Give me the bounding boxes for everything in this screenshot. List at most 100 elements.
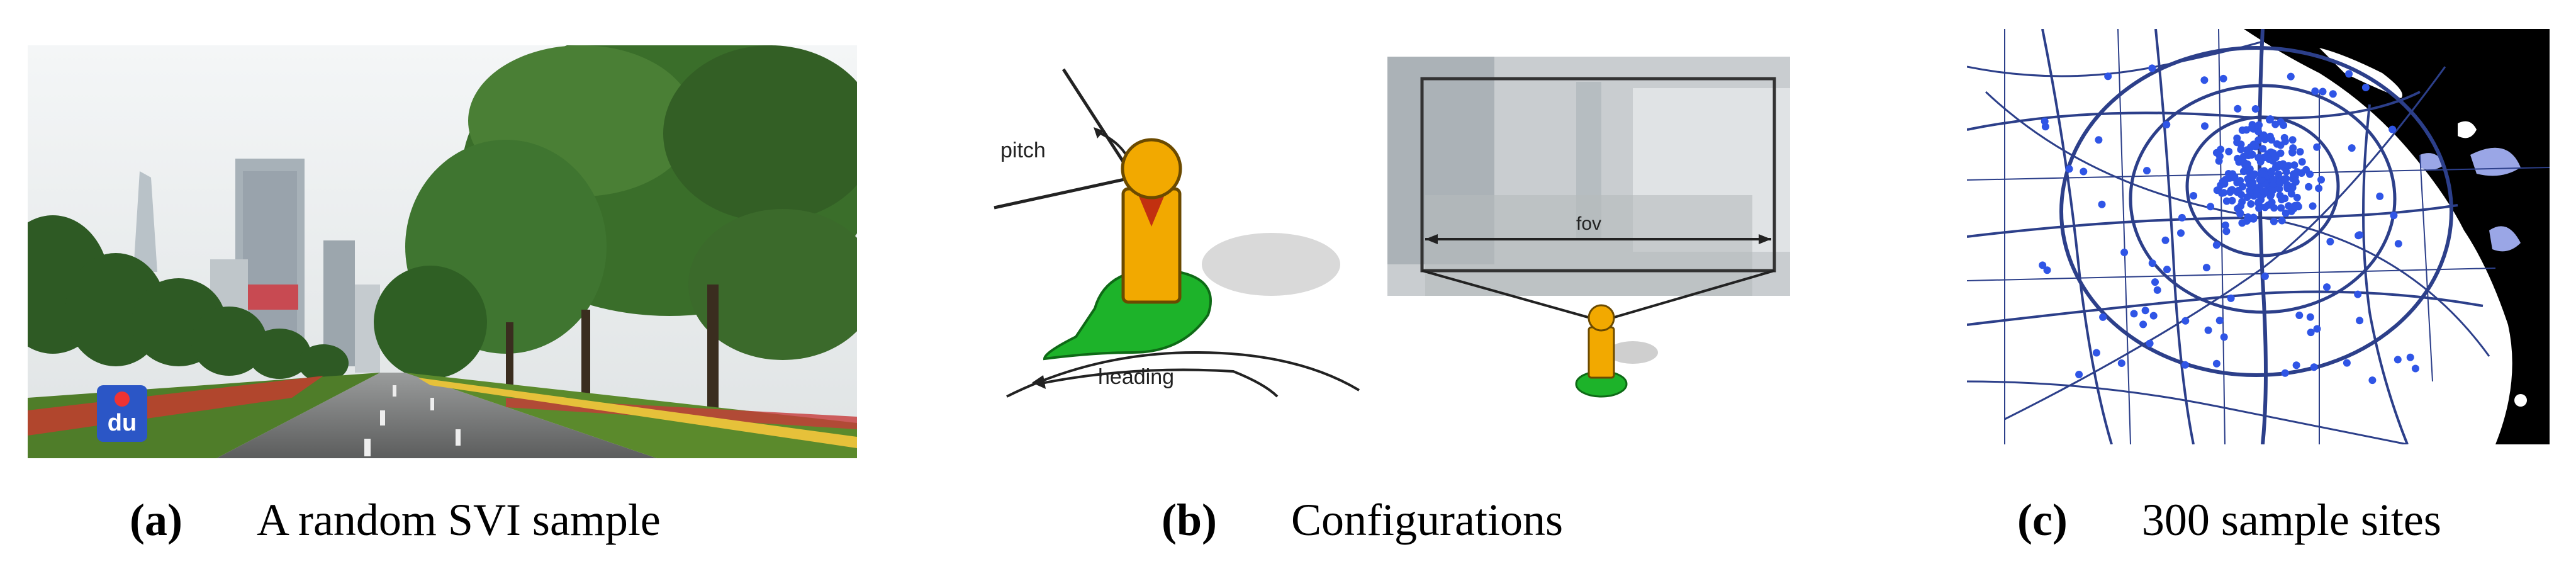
sample-site-point <box>2235 158 2243 166</box>
sample-site-point <box>2220 333 2228 341</box>
sample-site-point <box>2285 202 2293 210</box>
sample-site-point <box>2248 151 2256 159</box>
sample-site-point <box>2298 158 2306 166</box>
sample-site-point <box>2239 152 2248 161</box>
sample-site-point <box>2251 142 2260 150</box>
sample-site-point <box>2343 359 2351 367</box>
sample-site-point <box>2200 76 2209 84</box>
sample-site-point <box>2238 126 2246 134</box>
sample-site-point <box>2355 232 2363 240</box>
sample-site-point <box>2290 171 2297 179</box>
sample-site-point <box>2255 154 2263 162</box>
sample-site-point <box>2259 132 2267 140</box>
left-trees <box>28 215 349 382</box>
road-network <box>1967 29 2550 444</box>
sample-site-point <box>2282 209 2290 217</box>
sample-site-point <box>2202 264 2210 272</box>
sample-site-point <box>2080 167 2088 176</box>
sample-site-point <box>2313 143 2321 151</box>
sample-site-point <box>2268 198 2276 206</box>
sample-site-point <box>2361 84 2370 91</box>
sample-site-point <box>2394 240 2402 248</box>
sample-site-point <box>2236 177 2244 184</box>
sample-site-point <box>2161 236 2170 244</box>
sample-site-point <box>2181 361 2189 369</box>
caption-c-text: 300 sample sites <box>2141 495 2441 545</box>
sample-site-point <box>2276 180 2283 188</box>
sample-site-point <box>2225 147 2233 155</box>
sample-site-point <box>2245 180 2253 188</box>
sample-site-point <box>2213 186 2221 194</box>
sample-site-point <box>2296 148 2304 156</box>
sample-site-point <box>2307 329 2315 337</box>
sample-site-point <box>2098 200 2106 208</box>
caption-a-text: A random SVI sample <box>256 495 661 545</box>
fov-label: fov <box>1576 213 1601 234</box>
sample-site-point <box>2329 90 2337 98</box>
sample-site-point <box>2255 121 2263 129</box>
sample-site-point <box>2356 317 2364 325</box>
sample-site-point <box>2247 200 2255 208</box>
sample-site-point <box>2292 361 2300 369</box>
sample-site-point <box>2293 193 2301 201</box>
sample-site-point <box>2261 272 2269 280</box>
heading-label: heading <box>1098 365 1174 389</box>
sample-site-point <box>2281 137 2289 145</box>
sample-site-point <box>2288 148 2296 156</box>
sample-site-point <box>2270 149 2277 157</box>
sample-site-point <box>2212 149 2220 157</box>
sample-site-point <box>2095 136 2103 144</box>
svi-sample-photo: du <box>28 45 857 458</box>
sample-site-point <box>2130 310 2138 318</box>
sample-site-point <box>2310 363 2318 371</box>
sample-site-point <box>2201 122 2209 130</box>
sample-site-point <box>2148 259 2156 268</box>
sample-sites-map <box>1967 29 2550 444</box>
sample-site-point <box>2290 161 2299 169</box>
sample-site-point <box>2207 203 2215 211</box>
caption-b-text: Configurations <box>1291 495 1563 545</box>
sample-site-point <box>2041 123 2049 131</box>
sample-site-point <box>2075 371 2083 378</box>
sample-site-point <box>2295 312 2304 319</box>
sample-site-point <box>2039 261 2047 269</box>
sample-site-point <box>2227 294 2235 302</box>
sample-points <box>2039 64 2419 385</box>
sample-site-point <box>2273 140 2281 148</box>
sample-site-point <box>2233 134 2241 142</box>
sample-site-point <box>2244 213 2252 221</box>
sample-site-point <box>2190 192 2198 200</box>
sample-site-point <box>2221 221 2229 229</box>
caption-a: (a)A random SVI sample <box>130 497 661 543</box>
sample-site-point <box>2222 227 2231 235</box>
sample-site-point <box>2302 166 2310 174</box>
sample-site-point <box>2267 190 2275 198</box>
sample-site-point <box>2237 191 2245 199</box>
baidu-logo: du <box>97 385 147 442</box>
sample-site-point <box>2148 64 2156 72</box>
sample-site-point <box>2141 307 2149 315</box>
sample-site-point <box>2277 204 2285 212</box>
sample-site-point <box>2259 170 2267 178</box>
sample-site-point <box>2153 286 2161 294</box>
sample-site-point <box>2237 202 2245 210</box>
sample-site-point <box>2204 326 2212 334</box>
sample-site-point <box>2287 189 2295 198</box>
sample-site-point <box>2222 197 2231 205</box>
caption-b: (b)Configurations <box>1162 497 1563 543</box>
sample-site-point <box>2278 196 2285 204</box>
sample-site-point <box>2309 202 2317 210</box>
sample-site-point <box>2276 149 2285 157</box>
sample-site-point <box>2237 145 2245 154</box>
sample-site-point <box>2254 198 2263 206</box>
sample-site-point <box>2259 145 2267 153</box>
sample-site-point <box>2043 266 2051 274</box>
sample-site-point <box>2234 104 2242 113</box>
sample-site-point <box>2394 356 2402 364</box>
person-icon <box>1121 138 1182 304</box>
sample-site-point <box>2282 167 2290 176</box>
sample-site-point <box>2228 196 2236 205</box>
sample-site-point <box>2249 213 2258 222</box>
sample-site-point <box>2238 219 2246 227</box>
sample-site-point <box>2219 74 2227 82</box>
